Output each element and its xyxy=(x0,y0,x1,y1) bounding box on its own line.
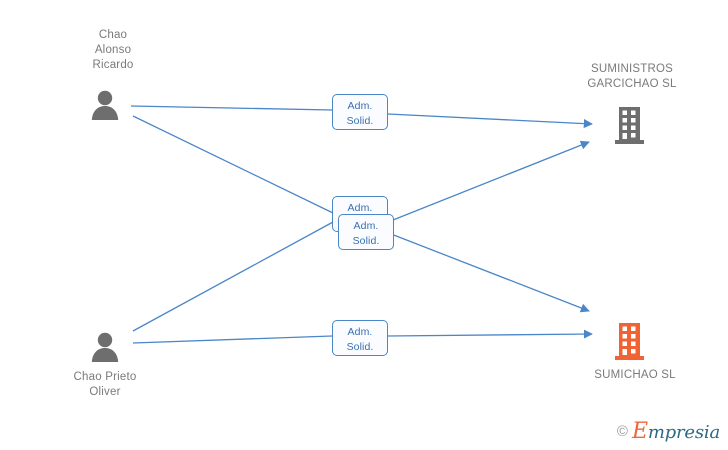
edge-line-alonso-to-garcichao-2 xyxy=(387,113,593,129)
edge-label-alonso-to-sumichao[interactable]: Adm. Solid. xyxy=(338,214,394,250)
person-label-chao-prieto-oliver: Chao Prieto Oliver xyxy=(73,371,137,398)
edge-line-alonso-to-sumichao xyxy=(132,115,334,214)
edge-line-prieto-to-sumichao-2 xyxy=(387,329,593,339)
edge-label-alonso-to-garcichao[interactable]: Adm. Solid. xyxy=(332,94,388,130)
edge-line-prieto-to-garcichao xyxy=(132,221,334,332)
building-icon xyxy=(613,106,648,146)
copyright-icon: © xyxy=(616,423,628,440)
company-label-suministros-garcichao-sl: SUMINISTROS GARCICHAO SL xyxy=(587,63,677,90)
edge-line-prieto-to-garcichao-2 xyxy=(387,140,590,223)
building-icon xyxy=(613,322,648,362)
person-icon xyxy=(88,88,122,122)
brand-rest: mpresia xyxy=(647,422,720,443)
edge-line-alonso-to-sumichao-2 xyxy=(385,231,590,313)
person-label-chao-alonso-ricardo: Chao Alonso Ricardo xyxy=(92,29,134,71)
brand-logo: Empresia xyxy=(632,419,720,444)
watermark: © Empresia xyxy=(617,419,720,444)
edge-label-prieto-to-sumichao[interactable]: Adm. Solid. xyxy=(332,320,388,356)
person-icon xyxy=(88,330,122,364)
edge-line-alonso-to-garcichao xyxy=(130,105,333,111)
company-label-sumichao-sl: SUMICHAO SL xyxy=(594,369,676,381)
brand-initial: E xyxy=(631,419,648,444)
edge-line-prieto-to-sumichao xyxy=(132,335,333,344)
